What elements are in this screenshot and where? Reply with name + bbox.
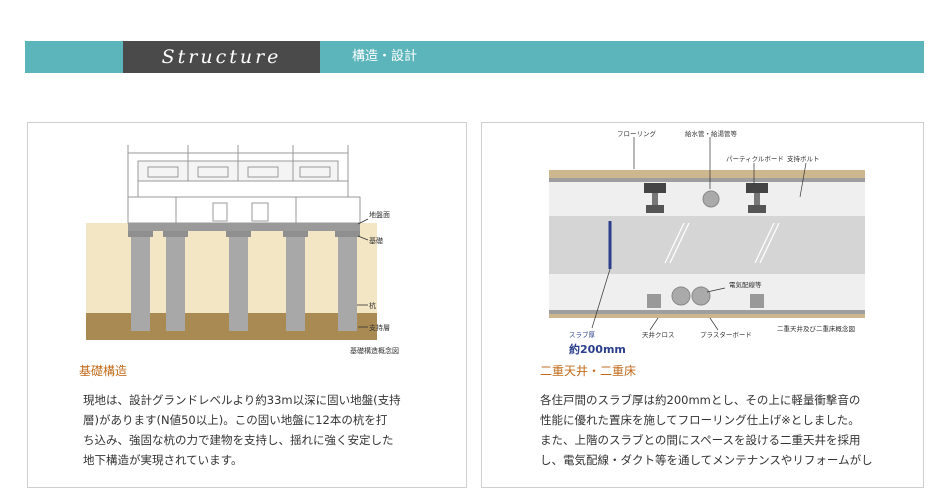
label-ceiling-cloth: 天井クロス [642, 330, 675, 339]
electric-conduit [671, 286, 691, 306]
ceiling-board [549, 310, 865, 314]
double-floor-description-line: 性能に優れた置床を施してフローリング仕上げ※としました。 [540, 413, 860, 427]
pile [131, 231, 150, 331]
electric-conduit [691, 286, 711, 306]
foundation-description: 現地は、設計グランドレベルより約33m以深に固い地盤(支持 層)があります(N値… [83, 390, 455, 470]
label-water-pipe: 給水管・給湯管等 [685, 129, 738, 138]
concrete-slab [549, 216, 865, 274]
pile [338, 231, 357, 331]
flooring-layer [549, 170, 865, 178]
water-pipe [702, 190, 720, 208]
foundation-caption: 基礎構造概念図 [350, 346, 399, 355]
label-electric-wiring: 電気配線等 [729, 280, 762, 289]
double-floor-description-line: 各住戸間のスラブ厚は約200mmとし、その上に軽量衝撃音の [540, 393, 861, 407]
label-foundation: 基礎 [369, 236, 383, 245]
duct [647, 294, 661, 308]
label-bearing-layer: 支持層 [369, 323, 390, 332]
label-particle-board: パーティクルボード [726, 155, 784, 163]
double-floor-heading: 二重天井・二重床 [540, 364, 637, 378]
label-flooring: フローリング [617, 129, 657, 138]
foundation-diagram: 地盤面 基礎 杭 支持層 基礎構造概念図 [86, 145, 399, 355]
duct [750, 294, 764, 308]
label-ground-level: 地盤面 [369, 210, 390, 219]
foundation-description-line: 層)があります(N値50以上)。この固い地盤に12本の杭を打 [83, 413, 388, 427]
piles [128, 231, 360, 331]
label-slab-value: 約200mm [569, 342, 626, 356]
double-floor-description: 各住戸間のスラブ厚は約200mmとし、その上に軽量衝撃音の 性能に優れた置床を施… [540, 390, 914, 470]
building-outline [127, 145, 361, 224]
foundation-slab [128, 223, 360, 231]
pile [166, 231, 185, 331]
label-plaster-board: プラスターボード [700, 330, 752, 339]
section-banner: Structure 構造・設計 [25, 41, 924, 73]
double-floor-card: フローリング 給水管・給湯管等 パーティクルボード 支持ボルト 電気配線等 スラ… [481, 122, 924, 488]
pile [229, 231, 248, 331]
double-floor-caption: 二重天井及び二重床概念図 [777, 324, 855, 333]
label-slab-thickness: スラブ厚 [569, 330, 596, 339]
section-title: Structure [123, 41, 320, 73]
double-floor-diagram: フローリング 給水管・給湯管等 パーティクルボード 支持ボルト 電気配線等 スラ… [549, 129, 865, 356]
support-bolt [644, 183, 666, 213]
foundation-heading: 基礎構造 [79, 364, 128, 378]
double-floor-description-line: また、上階のスラブとの間にスペースを設ける二重天井を採用 [540, 433, 861, 447]
foundation-description-line: 地下構造が実現されています。 [83, 453, 243, 467]
foundation-description-line: 現地は、設計グランドレベルより約33m以深に固い地盤(支持 [83, 393, 401, 407]
foundation-description-line: ち込み、強固な杭の力で建物を支持し、揺れに強く安定した [83, 433, 394, 447]
double-floor-description-line: し、電気配線・ダクト等を通してメンテナンスやリフォームがし [540, 453, 873, 467]
foundation-card: 地盤面 基礎 杭 支持層 基礎構造概念図 基礎構造 現地は、設計グランドレベルよ… [27, 122, 467, 488]
pile [286, 231, 305, 331]
label-pile: 杭 [369, 301, 376, 310]
support-bolt [746, 183, 768, 213]
label-support-bolt: 支持ボルト [787, 154, 820, 163]
section-subtitle: 構造・設計 [352, 49, 418, 64]
